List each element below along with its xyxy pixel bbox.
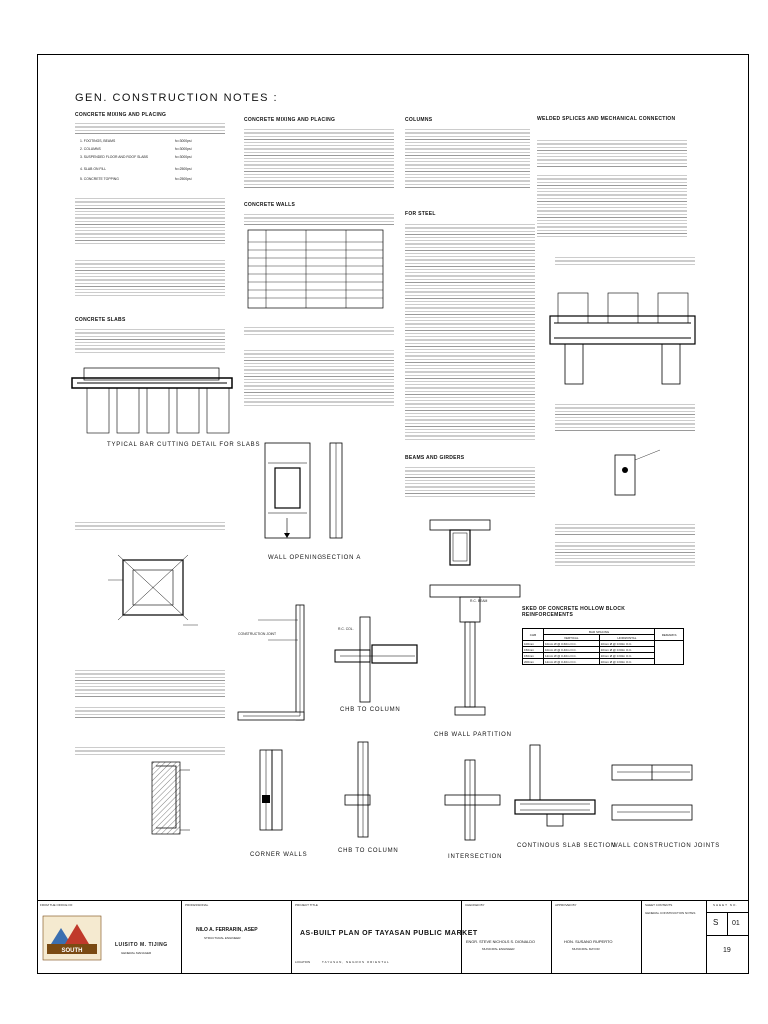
title-block-approved: APPROVED BY HON. SUSANO RUPERTO MUNICIPA… [552,900,642,974]
caption-chb-wall-partition: CHB WALL PARTITION [434,732,512,738]
svg-text:SOUTH: SOUTH [62,948,83,954]
wall-reinforcement-table [247,229,384,309]
note-text-block [405,465,535,497]
section-heading-chb-sched: SKED OF CONCRETE HOLLOW BLOCK REINFORCEM… [522,606,626,618]
note-text-block [75,705,225,720]
note-text-block [555,255,695,265]
caption-bar-cutting: TYPICAL BAR CUTTING DETAIL FOR SLABS [107,442,261,448]
caption-wall-joints: WALL CONSTRUCTION JOINTS [612,843,721,849]
chb-reinforcement-table: CHB BAR SPACING REMARKS VERTICAL HORIZON… [522,628,684,665]
caption-continuous-slab: CONTINOUS SLAB SECTION [517,843,616,849]
note-text-block [75,258,225,296]
corner-walls-drawing [259,749,283,831]
wall-construction-joints-drawing [611,764,693,821]
title-block-professional: PROFESSIONAL NILO A. FERRARIN, ASEP STRU… [182,900,292,974]
caption-section-a: SECTION A [322,555,362,561]
caption-chb-to-column-2: CHB TO COLUMN [338,848,399,854]
title-block: FROM THE OFFICE OF SOUTH LUISITO M. TIJI… [37,900,749,974]
total-sheets: 19 [723,947,731,954]
label-rc-beam: R.C. BEAM [470,599,488,603]
note-text-block [244,212,394,226]
section-heading-steel: FOR STEEL [405,211,436,217]
beam-column-detail-drawing [549,292,696,385]
note-text-block [75,196,225,246]
continuous-slab-section-drawing [514,744,596,827]
title-block-contents: SHEET CONTENTS GENERAL CONSTRUCTION NOTE… [642,900,707,974]
caption-intersection: INTERSECTION [448,854,503,860]
section-heading-beams: BEAMS AND GIRDERS [405,455,465,461]
note-text-block [555,540,695,568]
chb-to-column-2-drawing [344,741,371,838]
note-text-block [405,222,535,442]
title-block-checked: CHECKED BY ENGR. STEVE NICHOLS S. DIONAL… [462,900,552,974]
slab-opening-detail-drawing [108,554,198,626]
caption-wall-opening: WALL OPENING [268,555,323,561]
note-text-block [555,522,695,537]
note-text-block [75,745,225,755]
note-text-block [75,121,225,135]
note-text-block [555,402,695,432]
note-text-block [244,127,394,189]
note-text-block [244,325,394,337]
slab-bar-detail-drawing [614,449,661,496]
label-construction-joint: CONSTRUCTION JOINT [238,632,277,636]
note-text-block [75,668,225,698]
sheet-title: GEN. CONSTRUCTION NOTES : [75,92,279,104]
note-text-block [537,173,687,238]
section-heading-mixing-mid: CONCRETE MIXING AND PLACING [244,117,336,123]
slab-edge-detail-drawing [151,761,190,835]
construction-joint-drawing [237,604,305,721]
section-heading-mixing-left: CONCRETE MIXING AND PLACING [75,112,167,118]
sheet-number: 01 [732,920,740,927]
caption-corner-walls: CORNER WALLS [250,852,308,858]
chb-wall-partition-drawing [429,584,521,716]
sheet-letter: S [713,918,719,927]
title-block-company: FROM THE OFFICE OF SOUTH LUISITO M. TIJI… [37,900,182,974]
note-text-block [75,327,225,355]
note-text-block [75,520,225,530]
section-heading-columns: COLUMNS [405,117,433,123]
note-text-block [405,127,530,189]
company-logo-icon: SOUTH [42,915,102,961]
note-text-block [537,138,687,168]
table-row: 200mm 12mm Ø @ 0.40m O.C. 10mm Ø @ 0.60m… [522,658,684,665]
caption-chb-to-column-1: CHB TO COLUMN [340,707,401,713]
intersection-drawing [444,759,501,841]
section-heading-walls: CONCRETE WALLS [244,202,296,208]
chb-to-column-drawing [334,616,418,703]
note-text-block [244,348,394,408]
table-row: 100mm 10mm Ø @ 0.60m O.C. 10mm Ø @ 0.60m… [522,640,684,665]
bar-cutting-detail-drawing [71,367,233,434]
section-heading-welded: WELDED SPLICES AND MECHANICAL CONNECTION [537,116,676,122]
drawing-sheet [37,54,749,974]
title-block-project: PROJECT TITLE AS-BUILT PLAN OF TAYASAN P… [292,900,477,974]
label-rc-col: R.C. COL. [338,627,354,631]
title-block-sheet-no: SHEET NO. S 01 19 [707,900,749,974]
section-heading-slabs: CONCRETE SLABS [75,317,126,323]
beam-section-drawing [429,519,491,566]
wall-opening-drawing [264,442,343,539]
